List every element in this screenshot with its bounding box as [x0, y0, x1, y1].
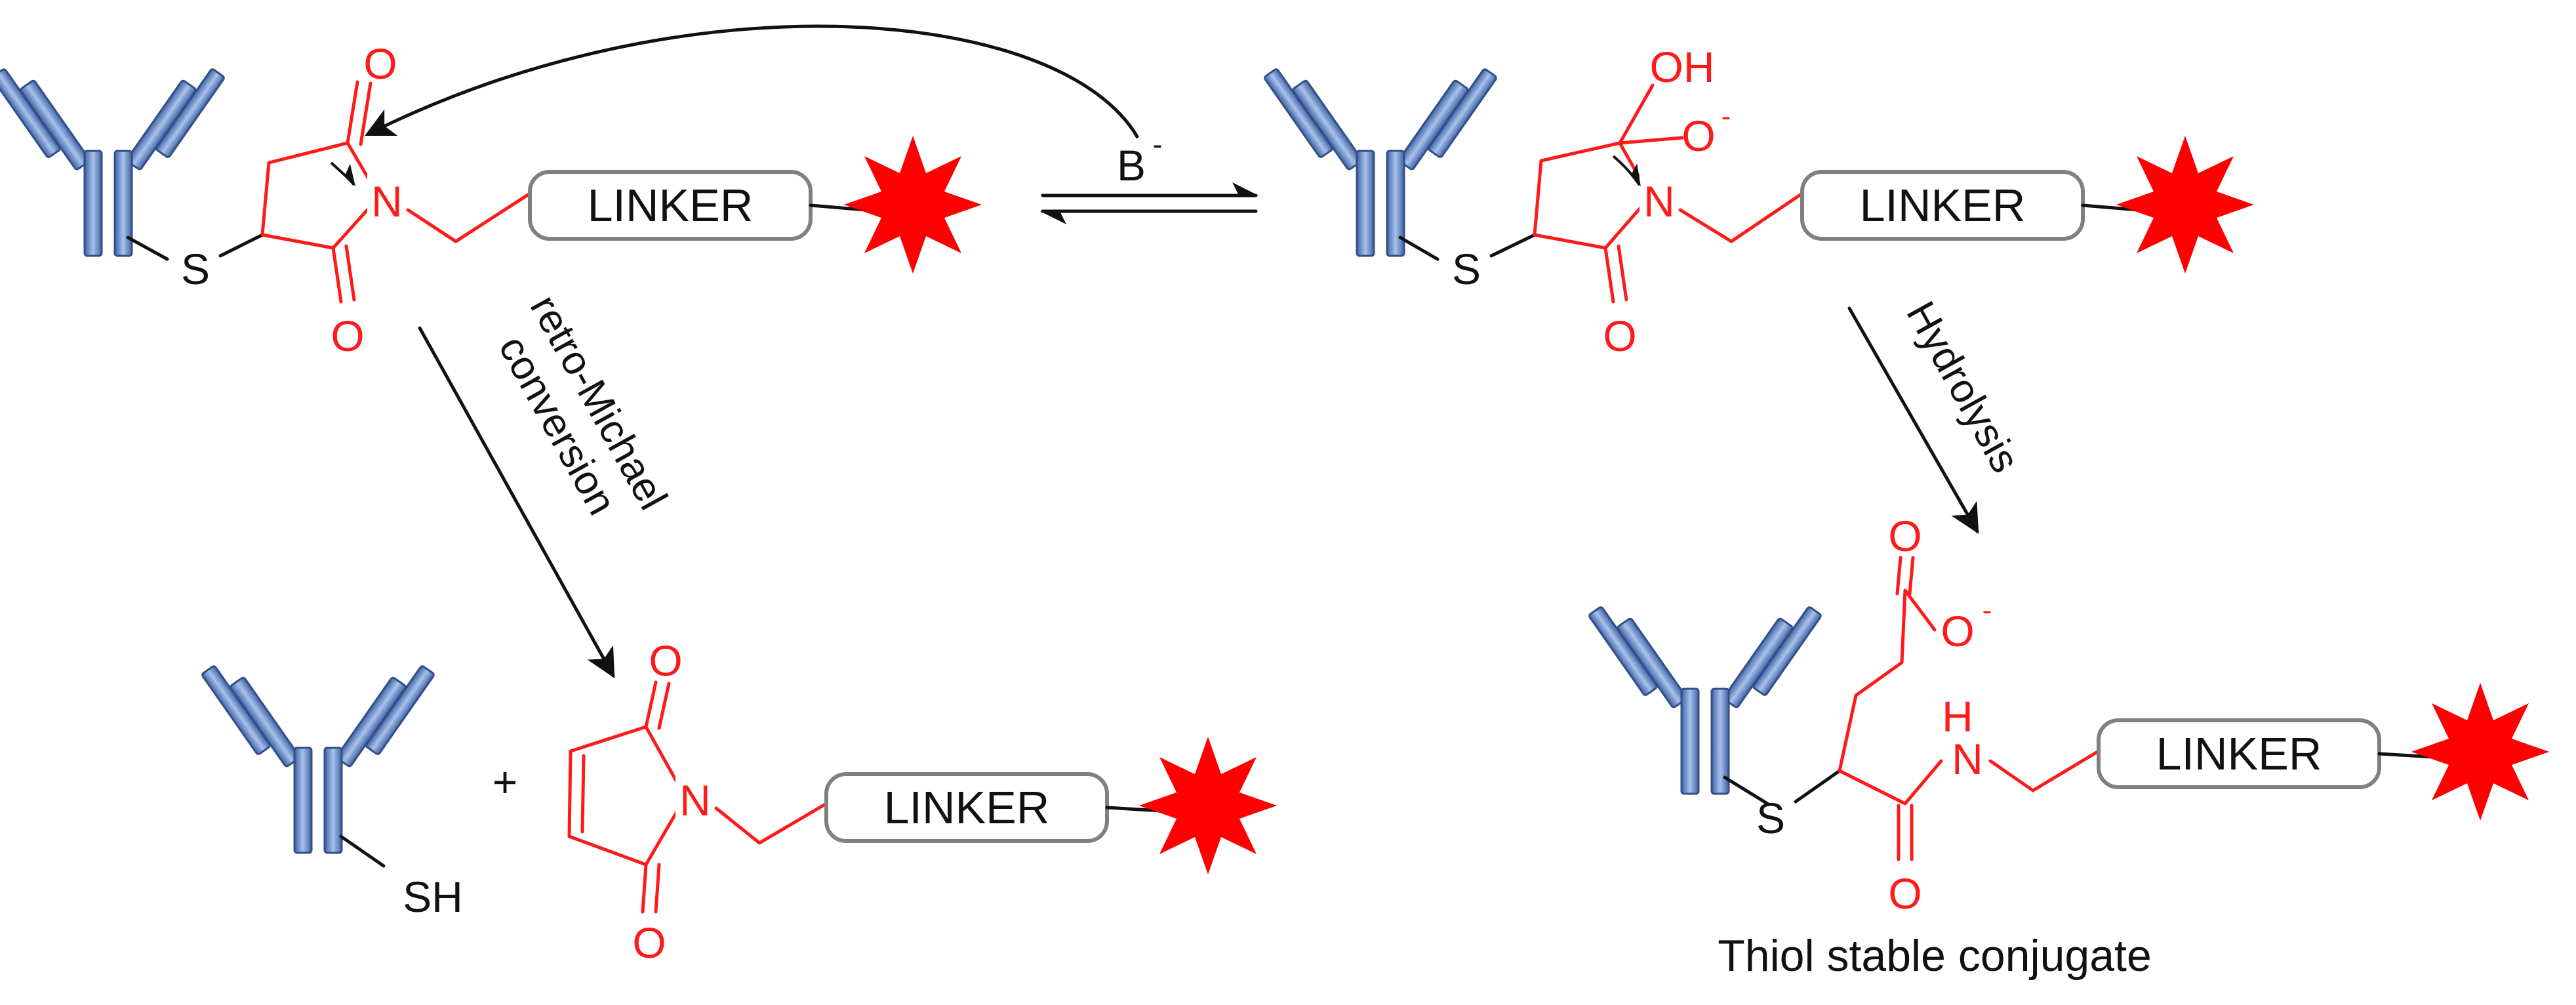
- carboxylate-charge-label: -: [1982, 594, 1992, 626]
- s-ring-bond: [218, 233, 264, 258]
- carboxylate-oxygen-label: O: [1941, 607, 1974, 655]
- antibody-icon: [1262, 67, 1499, 257]
- c-oh-bond: [1618, 83, 1655, 145]
- n-label-bg: [1640, 174, 1679, 220]
- hydrolysis-step: Hydrolysis: [1847, 294, 2028, 534]
- n-label-bg: [675, 774, 715, 820]
- payload-star-icon: [2411, 683, 2549, 821]
- linker-label: LINKER: [2156, 728, 2322, 779]
- carbonyl-bottom-2: [1617, 244, 1628, 302]
- carboxyl-double-1: [1895, 556, 1902, 596]
- ring-opening-arrow: [1612, 155, 1641, 187]
- reactant-succinimide-conjugate: S O O N LINKER: [0, 39, 982, 360]
- carbonyl-top-1: [346, 80, 359, 145]
- base-charge-label: -: [1153, 129, 1163, 161]
- hydroxyl-label: OH: [1650, 43, 1715, 91]
- payload-star-icon: [844, 136, 982, 274]
- linker-payload-bond: [1105, 806, 1163, 813]
- antibody-s-bond: [126, 236, 169, 261]
- carbonyl-bottom-1: [641, 863, 648, 914]
- equilibrium-arrows: [1040, 182, 1258, 224]
- oxygen-bottom-label: O: [1603, 312, 1636, 360]
- nucleophilic-attack-arrow: [364, 24, 1140, 139]
- carboxyl-oxygen-label: O: [1888, 512, 1922, 560]
- maleimide-double-bond: [580, 754, 586, 834]
- attack-arrow: [330, 161, 356, 187]
- n-label-bg: [367, 174, 407, 220]
- oxide-charge-label: -: [1721, 100, 1731, 133]
- carbonyl-bottom-2: [654, 863, 661, 914]
- antibody-icon: [200, 664, 436, 854]
- n-alkyl-chain: [1678, 192, 1804, 243]
- payload-star-icon: [1139, 737, 1277, 874]
- linker-label: LINKER: [1860, 180, 2026, 231]
- amide-oxygen-label: O: [1888, 869, 1922, 918]
- succinimide-ring: [260, 141, 381, 250]
- thiol-label: SH: [403, 872, 463, 921]
- thiol-stable-conjugate: S O O - O H N LINKER Thiol stable conjug…: [1587, 512, 2549, 981]
- linker-label: LINKER: [884, 782, 1050, 833]
- tetrahedral-intermediate: S OH O - O N LINKER: [1262, 43, 2254, 360]
- amide-backbone: [1838, 759, 1943, 806]
- retro-michael-step: retro-Michael conversion: [418, 288, 676, 678]
- hydrolysis-arrow: [1847, 306, 1979, 534]
- n-alkyl-chain: [406, 192, 532, 243]
- carbonyl-top-2: [657, 682, 671, 730]
- linker-payload-bond: [809, 203, 868, 212]
- plus-label: +: [493, 758, 518, 806]
- s-ring-bond: [1489, 233, 1537, 258]
- n-alkyl-chain: [714, 802, 828, 845]
- payload-star-icon: [2116, 136, 2254, 274]
- carbonyl-bottom-1: [331, 246, 343, 304]
- carbonyl-top-1: [644, 680, 658, 729]
- antibody-sh-bond: [339, 834, 386, 868]
- carbonyl-bottom-2: [344, 244, 356, 302]
- linker-label: LINKER: [588, 180, 754, 231]
- sulfur-label: S: [181, 245, 210, 293]
- nitrogen-label: N: [679, 776, 711, 825]
- oxygen-bottom-label: O: [331, 312, 364, 360]
- oxygen-top-label: O: [649, 636, 682, 685]
- base-label: B: [1117, 141, 1146, 190]
- c-o-minus-bond: [1618, 136, 1684, 145]
- n-alkyl-chain: [1988, 749, 2101, 792]
- linker-payload-bond: [2377, 752, 2435, 759]
- oxygen-bottom-label: O: [632, 918, 666, 967]
- linker-payload-bond: [2081, 203, 2140, 212]
- stable-conjugate-caption: Thiol stable conjugate: [1718, 931, 2152, 981]
- antibody-s-bond: [1723, 775, 1769, 806]
- antibody-s-bond: [1398, 236, 1439, 261]
- oxide-label: O: [1681, 112, 1715, 160]
- amide-h-label: H: [1942, 692, 1973, 741]
- hydrolysis-label: Hydrolysis: [1897, 294, 2028, 480]
- s-carbon-bond: [1794, 769, 1841, 804]
- antibody-icon: [1587, 605, 1823, 795]
- succinamic-backbone: [1838, 588, 1937, 773]
- oxygen-top-label: O: [363, 39, 397, 88]
- intermediate-ring: [1533, 141, 1652, 250]
- maleimide-ring: [567, 725, 687, 867]
- amide-n-label: N: [1952, 735, 1983, 783]
- sulfur-label: S: [1452, 245, 1481, 293]
- antibody-icon: [0, 67, 226, 257]
- carbonyl-bottom-1: [1603, 246, 1615, 304]
- nitrogen-label: N: [1643, 177, 1675, 226]
- nitrogen-label: N: [371, 177, 403, 226]
- retro-michael-products: SH + O O N LINKER: [200, 636, 1277, 967]
- carboxyl-double-2: [1908, 556, 1915, 596]
- retro-michael-arrow: [418, 326, 615, 678]
- sulfur-label: S: [1756, 794, 1785, 842]
